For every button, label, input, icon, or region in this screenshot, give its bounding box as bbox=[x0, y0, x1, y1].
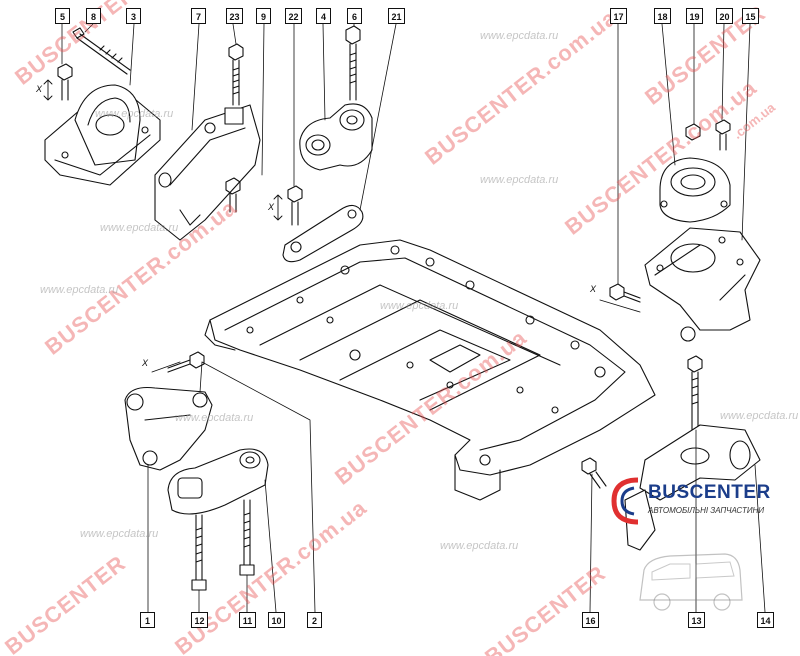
callout-6[interactable]: 6 bbox=[347, 8, 362, 24]
bolt-23 bbox=[228, 43, 244, 106]
callout-5[interactable]: 5 bbox=[55, 8, 70, 24]
bolt-12 bbox=[191, 514, 207, 591]
callout-4[interactable]: 4 bbox=[316, 8, 331, 24]
bolt-9 bbox=[225, 177, 241, 213]
callout-1[interactable]: 1 bbox=[140, 612, 155, 628]
nut-19 bbox=[685, 123, 701, 141]
nut-5 bbox=[57, 63, 73, 101]
gearbox-bracket bbox=[154, 104, 261, 241]
right-mount-bracket bbox=[644, 227, 761, 342]
torque-rod-upper bbox=[299, 103, 373, 171]
bolt-2 bbox=[167, 351, 205, 373]
bolt-6 bbox=[345, 25, 361, 101]
callout-11[interactable]: 11 bbox=[239, 612, 256, 628]
bolt-8 bbox=[72, 27, 131, 75]
leader-lines bbox=[61, 23, 766, 613]
callout-7[interactable]: 7 bbox=[191, 8, 206, 24]
callout-3[interactable]: 3 bbox=[126, 8, 141, 24]
bolt-16 bbox=[581, 457, 607, 489]
callout-22[interactable]: 22 bbox=[285, 8, 302, 24]
torque-rod-lower bbox=[167, 448, 269, 515]
callout-2[interactable]: 2 bbox=[307, 612, 322, 628]
bolt-17 bbox=[609, 283, 641, 303]
buscenter-logo: BUSCENTER АВТОМОБІЛЬНІ ЗАПЧАСТИНИ bbox=[608, 470, 793, 540]
bolt-22 bbox=[287, 185, 303, 226]
engine-mount-left bbox=[44, 84, 161, 186]
bolt-20 bbox=[715, 119, 731, 151]
logo-subtitle: АВТОМОБІЛЬНІ ЗАПЧАСТИНИ bbox=[648, 506, 765, 515]
link-rod bbox=[282, 204, 364, 263]
callout-12[interactable]: 12 bbox=[191, 612, 208, 628]
callout-17[interactable]: 17 bbox=[610, 8, 627, 24]
dimension-arrows bbox=[43, 79, 641, 373]
callout-18[interactable]: 18 bbox=[654, 8, 671, 24]
logo-title: BUSCENTER bbox=[648, 482, 771, 503]
callout-8[interactable]: 8 bbox=[86, 8, 101, 24]
callout-9[interactable]: 9 bbox=[256, 8, 271, 24]
right-mount-lower bbox=[624, 424, 761, 551]
callout-15[interactable]: 15 bbox=[742, 8, 759, 24]
bolt-11 bbox=[239, 499, 255, 576]
callout-13[interactable]: 13 bbox=[688, 612, 705, 628]
bracket-1 bbox=[124, 386, 213, 471]
callout-19[interactable]: 19 bbox=[686, 8, 703, 24]
callout-10[interactable]: 10 bbox=[268, 612, 285, 628]
bolt-13 bbox=[687, 355, 703, 431]
front-subframe bbox=[204, 239, 656, 501]
right-mount-upper bbox=[659, 157, 731, 223]
callout-14[interactable]: 14 bbox=[757, 612, 774, 628]
callout-23[interactable]: 23 bbox=[226, 8, 243, 24]
bus-logo-icon bbox=[611, 477, 639, 525]
callout-21[interactable]: 21 bbox=[388, 8, 405, 24]
callout-20[interactable]: 20 bbox=[716, 8, 733, 24]
callout-16[interactable]: 16 bbox=[582, 612, 599, 628]
van-watermark-image bbox=[639, 553, 743, 611]
